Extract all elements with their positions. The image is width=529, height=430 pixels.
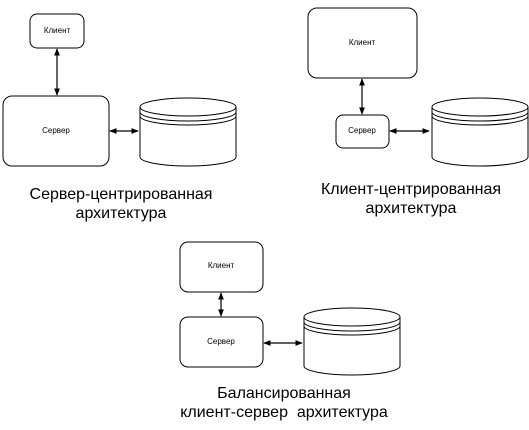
balanced-diagram: Клиент Сервер Балансированная клиент-сер… [179, 241, 401, 421]
database-icon [303, 307, 401, 376]
client-label: Клиент [349, 38, 376, 47]
caption-line-1: Сервер-центрированная [30, 186, 213, 203]
server-label: Сервер [207, 337, 235, 346]
caption-line-1: Клиент-центрированная [321, 181, 501, 198]
database-icon [139, 97, 237, 167]
caption-line-2: архитектура [366, 200, 457, 217]
client-label: Клиент [208, 261, 235, 270]
caption-line-1: Балансированная [217, 385, 351, 402]
client-box: Клиент [307, 7, 418, 79]
server-centric-diagram: Клиент Сервер Сервер-центрированная архи… [2, 13, 237, 222]
server-box: Сервер [179, 316, 264, 368]
server-label: Сервер [42, 126, 70, 135]
server-box: Сервер [2, 95, 110, 167]
client-box: Клиент [29, 13, 85, 49]
client-centric-diagram: Клиент Сервер Клиент-центрированная архи… [307, 7, 529, 217]
database-icon [431, 97, 529, 167]
server-box: Сервер [335, 114, 390, 149]
client-label: Клиент [44, 26, 71, 35]
server-label: Сервер [348, 126, 376, 135]
client-box: Клиент [179, 241, 264, 293]
caption-line-2: клиент-сервер архитектура [180, 404, 388, 421]
caption-line-2: архитектура [76, 205, 167, 222]
